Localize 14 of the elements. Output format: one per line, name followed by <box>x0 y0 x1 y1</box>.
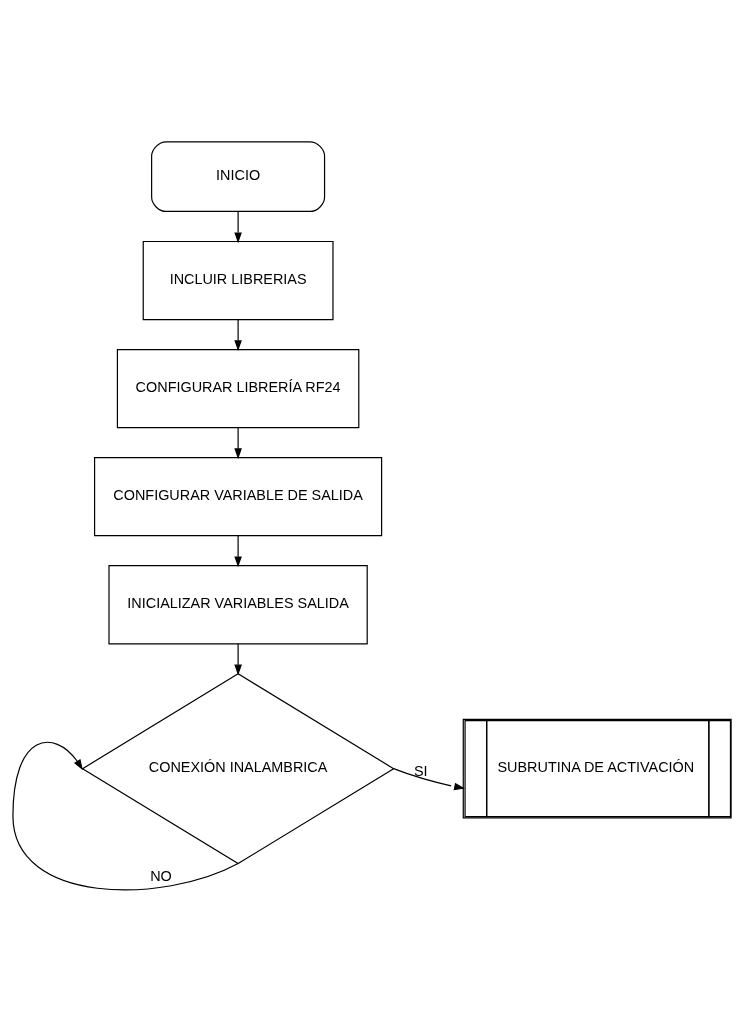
arrow <box>234 427 242 460</box>
arrow <box>234 211 242 244</box>
arrow <box>234 643 242 676</box>
node-box: INICIALIZAR VARIABLES SALIDA <box>108 565 368 645</box>
node-box: INCLUIR LIBRERIAS <box>142 240 334 321</box>
node-diamond: CONEXIÓN INALAMBRICA <box>81 673 395 865</box>
edge-label: NO <box>150 868 172 885</box>
node-box: INICIO <box>151 141 326 213</box>
node-box: CONFIGURAR VARIABLE DE SALIDA <box>94 457 383 537</box>
node-box: CONFIGURAR LIBRERÍA RF24 <box>116 348 360 429</box>
arrow <box>234 319 242 352</box>
edge-label: SI <box>413 762 428 779</box>
arrow <box>234 535 242 568</box>
arrow <box>393 768 465 791</box>
